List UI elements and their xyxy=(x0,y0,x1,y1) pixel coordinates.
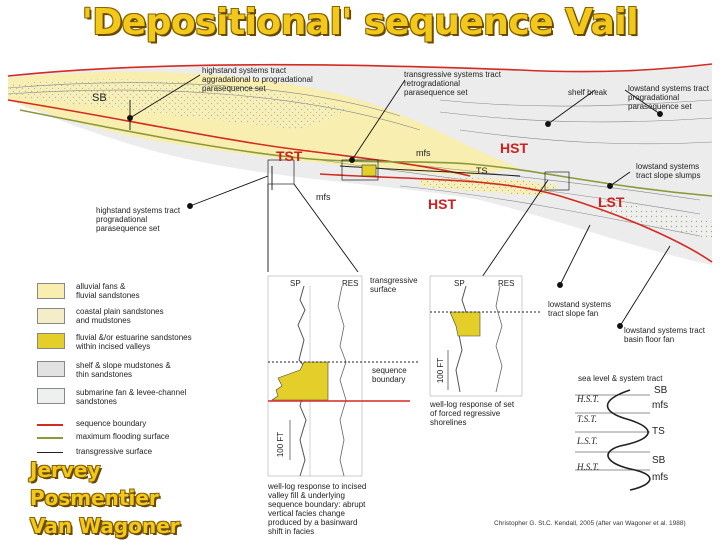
legend-line-transgressive xyxy=(37,452,63,453)
welllog2-res-label: RES xyxy=(498,279,514,288)
author-2: Posmentier xyxy=(30,484,180,512)
tract-label-1: H.S.T. xyxy=(577,394,599,404)
tract-label-3: L.S.T. xyxy=(577,436,598,446)
legend-label-2: coastal plain sandstones and mudstones xyxy=(76,307,164,325)
legend-swatch-3 xyxy=(37,333,65,349)
legend-label-3: fluvial &/or estuarine sandstones within… xyxy=(76,333,192,351)
welllog1-sequence-boundary-label: sequence boundary xyxy=(372,366,407,384)
label-hst-mid: HST xyxy=(428,196,456,212)
sea-level-title: sea level & system tract xyxy=(578,374,662,383)
tract-label-2: T.S.T. xyxy=(577,414,597,424)
callout-lowstand-slope-fan: lowstand systems tract slope fan xyxy=(548,300,611,318)
welllog2-sp-label: SP xyxy=(454,279,465,288)
sea-level-right-2: mfs xyxy=(652,400,668,411)
tract-label-4: H.S.T. xyxy=(577,462,599,472)
legend-line-label-1: sequence boundary xyxy=(76,419,146,428)
welllog1-caption: well-log response to incised valley fill… xyxy=(268,482,366,536)
callout-transgressive-retrogradational: transgressive systems tract retrogradati… xyxy=(404,70,501,97)
sea-level-right-5: mfs xyxy=(652,472,668,483)
author-1: Jervey xyxy=(30,456,180,484)
welllog2-scale: 100 FT xyxy=(436,358,445,383)
legend-line-sequence-boundary xyxy=(37,424,63,426)
label-hst-top: HST xyxy=(500,140,528,156)
sea-level-right-4: SB xyxy=(652,455,665,466)
legend-line-label-3: transgressive surface xyxy=(76,447,152,456)
callout-highstand-aggradational: highstand systems tract aggradational to… xyxy=(202,66,313,93)
welllog2-caption: well-log response of set of forced regre… xyxy=(430,400,514,427)
authors: Jervey Posmentier Van Wagoner xyxy=(30,456,180,540)
callout-highstand-progradational: highstand systems tract progradational p… xyxy=(96,206,180,233)
legend-label-1: alluvial fans & fluvial sandstones xyxy=(76,282,140,300)
legend-label-4: shelf & slope mudstones & thin sandstone… xyxy=(76,361,171,379)
label-sb: SB xyxy=(92,92,107,104)
welllog1-res-label: RES xyxy=(342,279,358,288)
welllog1-transgressive-label: transgressive surface xyxy=(370,276,418,294)
welllog1-sp-label: SP xyxy=(290,279,301,288)
legend-swatch-4 xyxy=(37,361,65,377)
label-mfs-top: mfs xyxy=(416,148,431,158)
legend-line-max-flooding xyxy=(37,437,63,439)
label-mfs-left: mfs xyxy=(316,192,331,202)
legend-swatch-1 xyxy=(37,283,65,299)
callout-shelf-break: shelf break xyxy=(568,88,607,97)
callout-lowstand-slope-slumps: lowstand systems tract slope slumps xyxy=(636,162,700,180)
legend-line-label-2: maximum flooding surface xyxy=(76,432,169,441)
label-ts: TS xyxy=(476,166,488,176)
legend-swatch-2 xyxy=(37,308,65,324)
citation: Christopher G. St.C. Kendall, 2005 (afte… xyxy=(494,520,686,527)
legend-swatch-5 xyxy=(37,388,65,404)
callout-lowstand-basin-fan: lowstand systems tract basin floor fan xyxy=(624,326,705,344)
label-tst: TST xyxy=(276,148,302,164)
sea-level-right-3: TS xyxy=(652,426,665,437)
incised-valley xyxy=(362,165,376,176)
author-3: Van Wagoner xyxy=(30,512,180,540)
welllog1-scale: 100 FT xyxy=(276,432,285,457)
legend-label-5: submarine fan & levee-channel sandstones xyxy=(76,388,186,406)
sea-level-right-1: SB xyxy=(654,385,667,396)
label-lst: LST xyxy=(598,194,624,210)
sea-level-curve xyxy=(608,390,650,490)
callout-lowstand-progradational: lowstand systems tract progradational pa… xyxy=(628,84,709,111)
